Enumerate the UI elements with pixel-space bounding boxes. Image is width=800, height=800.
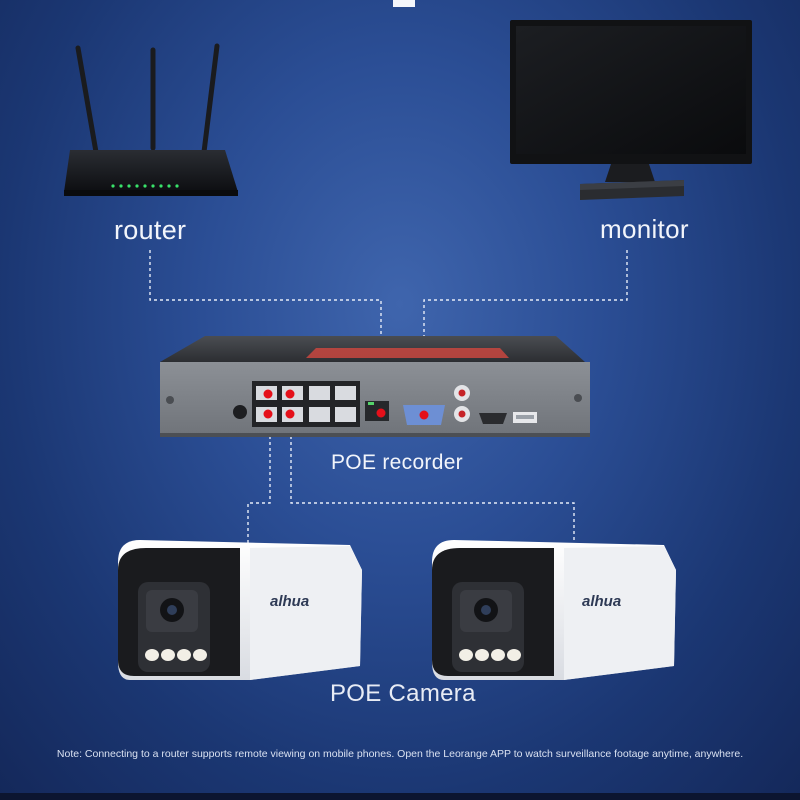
power-jack [233,405,247,419]
camera-left-leds [145,649,207,661]
router-label: router [114,215,187,245]
recorder-front [160,362,590,437]
camera-left-image: alhua [118,540,362,680]
footer-note: Note: Connecting to a router supports re… [56,748,744,760]
camera-label: POE Camera [330,680,476,707]
port-markers [263,389,295,419]
monitor-label: monitor [600,214,689,244]
monitor-image [510,20,752,200]
router-image [64,43,238,196]
monitor-neck [605,164,655,182]
recorder-sticker [306,348,509,358]
monitor-screen [516,26,746,154]
recorder-label: POE recorder [331,451,463,474]
hdmi-port [479,413,507,424]
recorder-to-camera-left-line [247,412,271,545]
camera-right-brand: alhua [582,593,621,610]
router-leds [111,184,179,188]
top-tab [393,0,415,7]
recorder-image [160,336,590,437]
router-antenna-left [75,45,99,155]
poe-ports [252,381,360,427]
camera-right-leds [459,649,521,661]
bottom-bar [0,793,800,800]
camera-left-brand: alhua [270,593,309,610]
router-antenna-right [201,43,220,155]
router-body [64,150,238,192]
camera-right-image: alhua [432,540,676,680]
